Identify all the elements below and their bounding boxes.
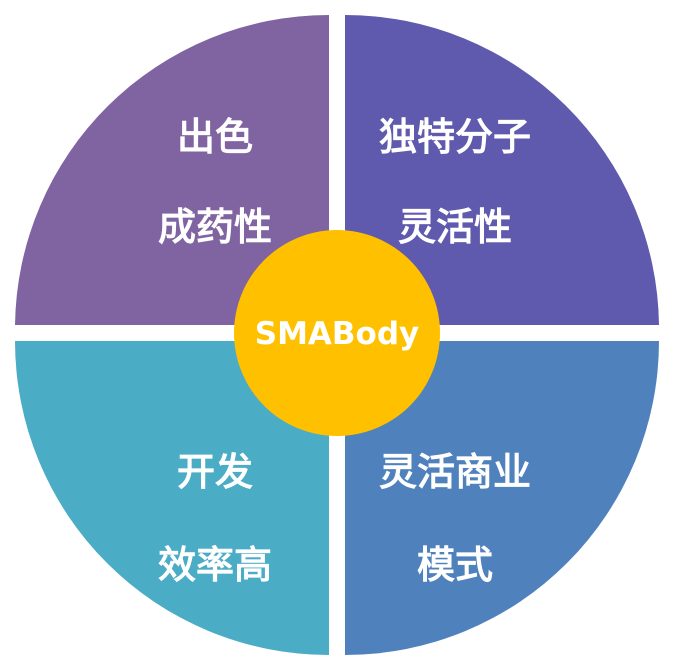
quadrant-bottom-right-line-1: 灵活商业 <box>379 450 531 494</box>
center-label: SMABody <box>255 316 420 352</box>
quadrant-bottom-left <box>15 341 329 655</box>
center-circle <box>234 230 440 436</box>
quadrant-top-right <box>345 14 659 325</box>
quadrant-top-right-line-1: 独特分子 <box>379 115 531 159</box>
quadrant-top-left-line-2: 成药性 <box>158 205 272 249</box>
quadrant-top-left <box>15 15 329 325</box>
quadrant-bottom-right <box>345 341 659 655</box>
quadrant-top-left-line-1: 出色 <box>177 115 253 159</box>
quadrant-bottom-left-line-2: 效率高 <box>158 543 272 587</box>
quadrant-bottom-left-line-1: 开发 <box>177 450 253 494</box>
quadrant-top-right-line-2: 灵活性 <box>398 205 512 249</box>
quadrant-bottom-right-line-2: 模式 <box>417 543 493 587</box>
